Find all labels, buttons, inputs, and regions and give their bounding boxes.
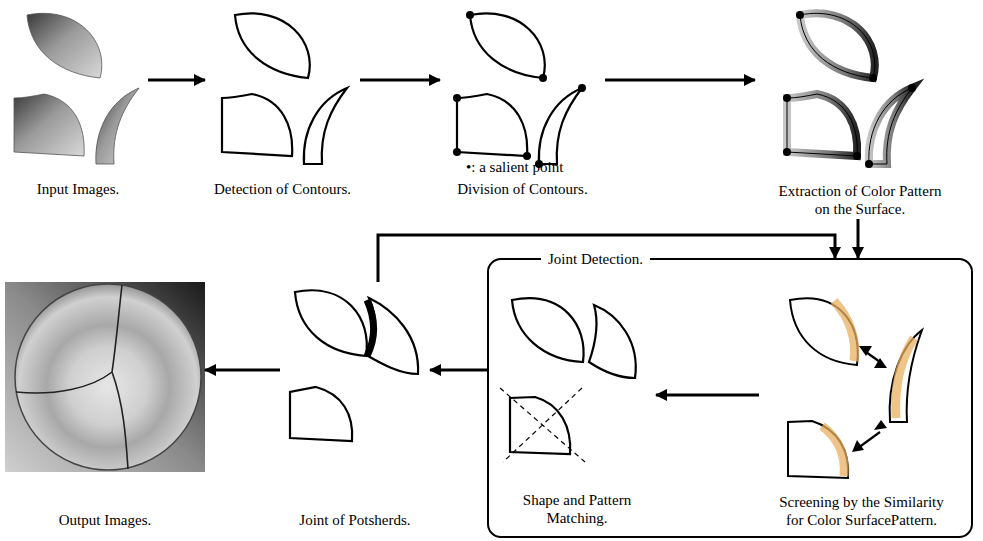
process-stage: Extraction of Color Pattern on the Surfa… <box>755 5 965 219</box>
pattern-band <box>896 338 914 418</box>
surface-color-band <box>787 13 912 164</box>
stage-caption: Shape and Pattern Matching. <box>502 491 652 528</box>
group-region: Joint Detection.Shape and Pattern Matchi… <box>487 258 973 538</box>
process-stage: Joint of Potsherds. <box>280 282 430 530</box>
process-stage: Input Images. <box>8 5 148 199</box>
potsherd-outline <box>290 387 352 441</box>
divided-contours <box>457 13 582 164</box>
stage-caption: Screening by the Similarity for Color Su… <box>772 493 952 530</box>
group-title: Joint Detection. <box>541 249 650 269</box>
input-potsherd-photos <box>14 13 139 164</box>
pattern-band <box>834 301 855 361</box>
output-photo-ground <box>5 282 205 472</box>
stage-caption: Detection of Contours. <box>214 180 351 199</box>
potsherd-outline <box>890 330 922 422</box>
salient-points <box>453 11 586 168</box>
crack-line <box>16 285 122 393</box>
process-stage: Output Images. <box>5 282 205 530</box>
rejected-match-cross <box>500 388 585 462</box>
stage-caption: Output Images. <box>59 511 151 530</box>
flow-arrow <box>205 369 280 372</box>
process-stage: Detection of Contours. <box>205 5 360 199</box>
flow-arrow <box>148 79 205 82</box>
potsherd-outline <box>510 397 570 454</box>
stage-caption: Joint of Potsherds. <box>299 511 410 530</box>
crack-line <box>112 372 128 469</box>
potsherd-outline <box>589 305 636 378</box>
potsherd-outline <box>512 298 584 362</box>
potsherd-outline <box>368 298 418 374</box>
legend-note: •: a salient point <box>466 158 563 176</box>
joint-seam <box>367 300 374 356</box>
pattern-band <box>822 426 844 476</box>
stage-caption: Division of Contours. <box>457 180 587 199</box>
flow-arrow <box>656 394 759 397</box>
salient-points <box>783 11 916 168</box>
potsherd-outline <box>788 421 848 478</box>
stage-caption: Input Images. <box>37 180 119 199</box>
flow-arrow <box>360 79 440 82</box>
reconstructed-pot <box>15 284 201 470</box>
process-stage: Screening by the Similarity for Color Su… <box>759 290 964 530</box>
comparison-arrows <box>852 346 887 452</box>
flow-arrow <box>605 79 755 82</box>
potsherd-outline <box>790 298 858 365</box>
contour-outlines <box>222 13 347 164</box>
potsherd-outline <box>295 290 367 356</box>
process-stage: Shape and Pattern Matching. <box>498 290 656 528</box>
flow-arrow <box>857 219 860 258</box>
extracted-contours <box>787 13 912 164</box>
stage-caption: Extraction of Color Pattern on the Surfa… <box>770 182 950 219</box>
flow-arrow <box>430 369 487 372</box>
